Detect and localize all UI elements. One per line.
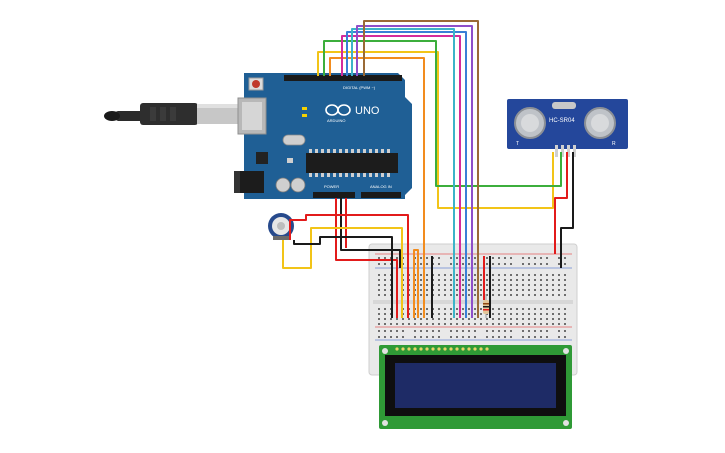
sensor-right-marker: R (612, 141, 616, 147)
wire-purple-top (356, 25, 473, 318)
wire-blue-top (346, 31, 467, 318)
usb-cable[interactable] (104, 103, 241, 125)
analog-header (361, 192, 401, 198)
wire-red-sensor (554, 152, 568, 254)
board-logo-text: ARDUINO (327, 118, 345, 123)
capacitor-1 (275, 177, 291, 193)
wire-cyan-top (351, 28, 455, 318)
wire-brown-top (363, 20, 479, 318)
wire-black-sensor (560, 152, 574, 268)
wire-red-pot (289, 214, 409, 318)
potentiometer[interactable] (268, 213, 294, 240)
digital-header (284, 75, 402, 81)
atmega-chip (306, 153, 398, 173)
breadboard-holes (378, 257, 566, 338)
wires (282, 20, 574, 318)
lcd-pin-header (395, 347, 489, 351)
wire-orange-top (329, 57, 425, 318)
wire-yellow-top (317, 51, 554, 209)
sensor-left-marker: T (516, 141, 519, 147)
capacitor-2 (290, 177, 306, 193)
resistor[interactable] (483, 294, 489, 318)
wire-black-pot (293, 236, 393, 318)
wire-orange-lcd (413, 249, 419, 318)
ultrasonic-sensor[interactable]: HC-SR04 T R (507, 99, 628, 157)
board-brand-label: UNO (355, 105, 380, 117)
power-header-label: POWER (324, 184, 339, 189)
wire-yellow-pot (282, 227, 403, 318)
crystal-oscillator (282, 134, 306, 146)
sensor-model-label: HC-SR04 (549, 118, 575, 124)
wire-green-top (323, 40, 562, 187)
arduino-uno-board[interactable]: UNO ARDUINO DIGITAL (PWM ~) POWER ANALOG… (234, 73, 412, 199)
wire-magenta-top (341, 35, 461, 318)
sensor-crystal (552, 102, 576, 109)
power-header (313, 192, 355, 198)
usb-chip (256, 152, 268, 164)
dc-barrel-jack (234, 171, 264, 193)
arduino-logo (325, 104, 351, 116)
digital-header-label: DIGITAL (PWM ~) (343, 85, 376, 90)
analog-header-label: ANALOG IN (370, 184, 392, 189)
lcd-display-module[interactable] (379, 345, 572, 429)
wire-black-gnd (340, 198, 401, 268)
lcd-screen (395, 363, 556, 408)
